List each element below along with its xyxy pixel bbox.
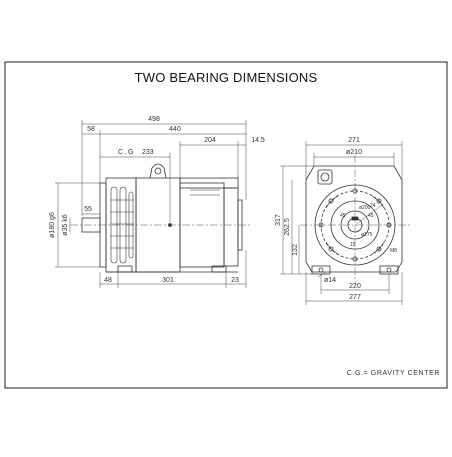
gravity-center-marker	[168, 223, 172, 227]
dim-height-total: 317	[275, 214, 282, 226]
dim-cg-value: 233	[142, 149, 154, 156]
end-view-dimensions	[280, 141, 403, 305]
dim-foot-front: 48	[104, 277, 112, 284]
dim-shaft-height: 132	[292, 244, 299, 256]
dim-body-length: 440	[169, 126, 181, 133]
dim-foot-rear: 23	[231, 277, 239, 284]
drawing-frame	[4, 61, 448, 389]
side-view	[70, 163, 250, 273]
angle-d: 15	[350, 242, 356, 248]
dim-height-mid: 262.5	[284, 218, 291, 236]
end-foot-right	[379, 265, 399, 275]
dim-shaft-extension: 55	[84, 206, 92, 213]
front-foot	[117, 265, 133, 273]
dim-flange-spigot: ø180 g6	[49, 212, 56, 238]
angle-c: 45	[340, 213, 346, 219]
dim-shaft-diameter: ø35 k6	[62, 214, 69, 236]
dim-overall-length: 498	[148, 116, 160, 123]
end-foot-left	[311, 265, 331, 275]
dim-top-diameter: ø210	[346, 149, 362, 156]
side-view-dimensions	[55, 120, 247, 288]
dim-foot-overall: 277	[349, 294, 361, 301]
dim-end-width: 271	[348, 137, 360, 144]
terminal-box-top	[179, 177, 239, 189]
rear-end-cover	[223, 187, 239, 267]
bolt-thread-label: M8	[390, 248, 397, 254]
terminal-boss	[317, 169, 333, 185]
dim-rear-segment: 204	[204, 137, 216, 144]
dim-mount-hole: ø14	[324, 277, 336, 284]
dim-foot-bolt-span: 220	[349, 283, 361, 290]
end-housing	[305, 165, 403, 273]
flange-vent-slots	[325, 195, 385, 255]
dim-foot-span: 301	[162, 277, 174, 284]
dim-flange-offset: 58	[87, 126, 95, 133]
lifting-eye	[149, 163, 167, 179]
dim-rear-extension: 14.5	[251, 137, 265, 144]
drawing-title: TWO BEARING DIMENSIONS	[134, 70, 318, 85]
angle-a: 24	[370, 203, 376, 209]
end-view	[300, 155, 410, 285]
dim-pcd-large: ø200	[359, 205, 371, 211]
dim-pcd-small: ø175	[361, 232, 373, 238]
angle-b: 45	[368, 213, 374, 219]
dim-cg-label: C.G	[118, 149, 135, 156]
gravity-center-note: C.G.= GRAVITY CENTER	[346, 370, 440, 377]
